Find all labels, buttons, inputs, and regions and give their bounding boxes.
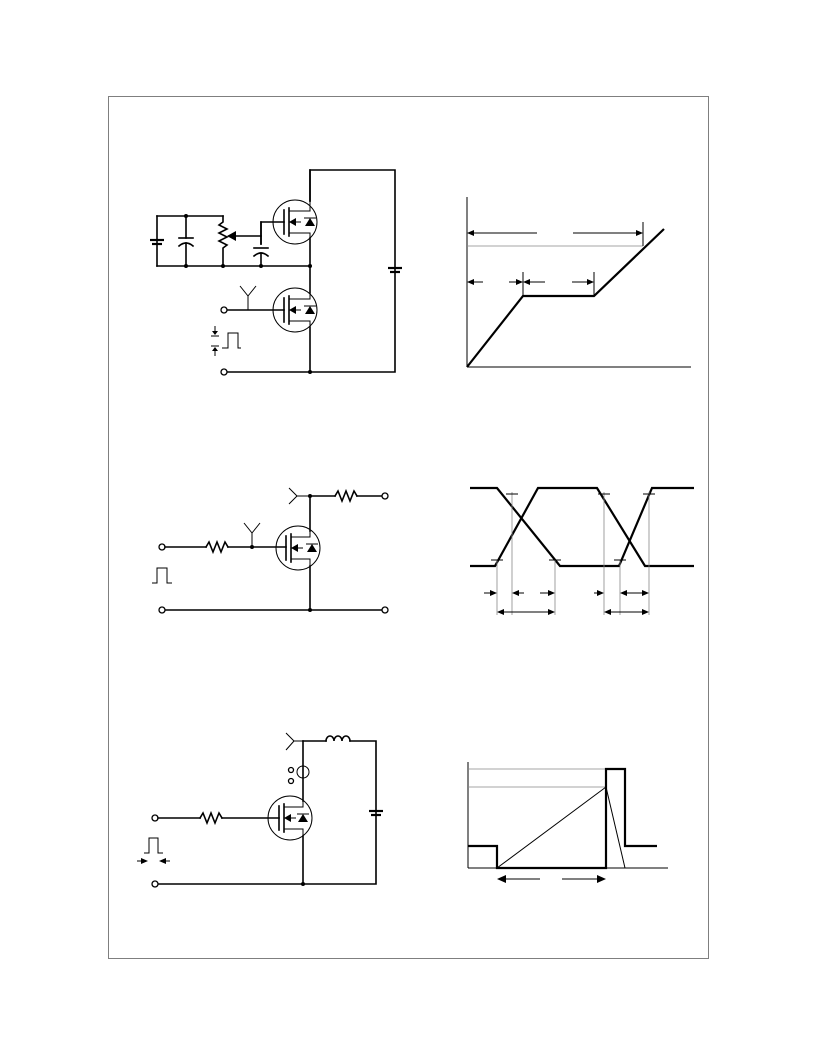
junction-dot: [308, 608, 312, 612]
arrow-icon: [620, 590, 649, 596]
upper-gate-wire: [260, 221, 285, 245]
arrow-icon: [467, 279, 523, 285]
gate-input-terminal: [151, 814, 159, 822]
arrow-icon: [523, 279, 594, 285]
arrow-icon: [497, 609, 555, 615]
capacitor-icon: [252, 221, 270, 267]
ground-terminal: [151, 880, 159, 888]
voltage-probe-icon: [239, 285, 257, 310]
ground-terminal: [381, 606, 389, 614]
junction-dot: [308, 370, 312, 374]
switching-waveform: [470, 486, 694, 615]
resistor-icon: [333, 488, 359, 504]
diode-icon: [304, 305, 316, 314]
voltage-probe-icon: [243, 522, 261, 547]
drain-voltage-trace: [470, 486, 694, 568]
drain-supply-wire: [309, 169, 396, 373]
current-probe-icon: [287, 765, 310, 785]
supply-wire: [302, 740, 377, 885]
mosfet-icon: [275, 525, 321, 571]
gate-input-terminal: [220, 306, 228, 314]
diode-icon: [304, 217, 316, 226]
arrow-icon: [540, 590, 604, 596]
arrow-icon: [484, 590, 524, 596]
resistor-icon: [198, 810, 224, 826]
voltage-probe-icon: [285, 732, 303, 751]
gate-pulse-icon: [211, 326, 241, 356]
pulse-icon: [137, 837, 170, 864]
arrow-icon: [497, 875, 606, 883]
junction-dot: [301, 882, 305, 886]
switching-test-circuit: [152, 487, 389, 614]
arrow-icon: [604, 609, 649, 615]
potentiometer-icon: [217, 215, 262, 267]
pulse-icon: [152, 567, 172, 584]
page-frame: [108, 96, 709, 959]
uis-test-circuit: [137, 732, 383, 888]
current-decay: [605, 786, 626, 869]
diode-icon: [297, 813, 309, 822]
current-ramp: [496, 786, 607, 869]
inductor-icon: [325, 735, 351, 742]
gate-voltage-trace: [470, 486, 694, 568]
diode-icon: [306, 543, 318, 552]
arrow-icon: [467, 230, 643, 236]
dc-source-icon: [388, 266, 402, 274]
gate-charge-waveform: [466, 197, 691, 368]
gate-charge-test-circuit: [150, 169, 402, 376]
resistor-icon: [204, 539, 230, 555]
capacitor-icon: [369, 809, 383, 817]
supply-terminal: [381, 492, 389, 500]
voltage-probe-icon: [288, 487, 310, 505]
mosfet-icon: [272, 199, 318, 245]
ground-terminal: [220, 368, 228, 376]
capacitor-icon: [177, 215, 195, 267]
ground-terminal: [158, 606, 166, 614]
gate-input-terminal: [158, 543, 166, 551]
drain-voltage-trace: [468, 767, 657, 870]
uis-waveform: [467, 762, 668, 883]
gate-voltage-curve: [466, 228, 665, 368]
dc-source-icon: [150, 238, 164, 246]
